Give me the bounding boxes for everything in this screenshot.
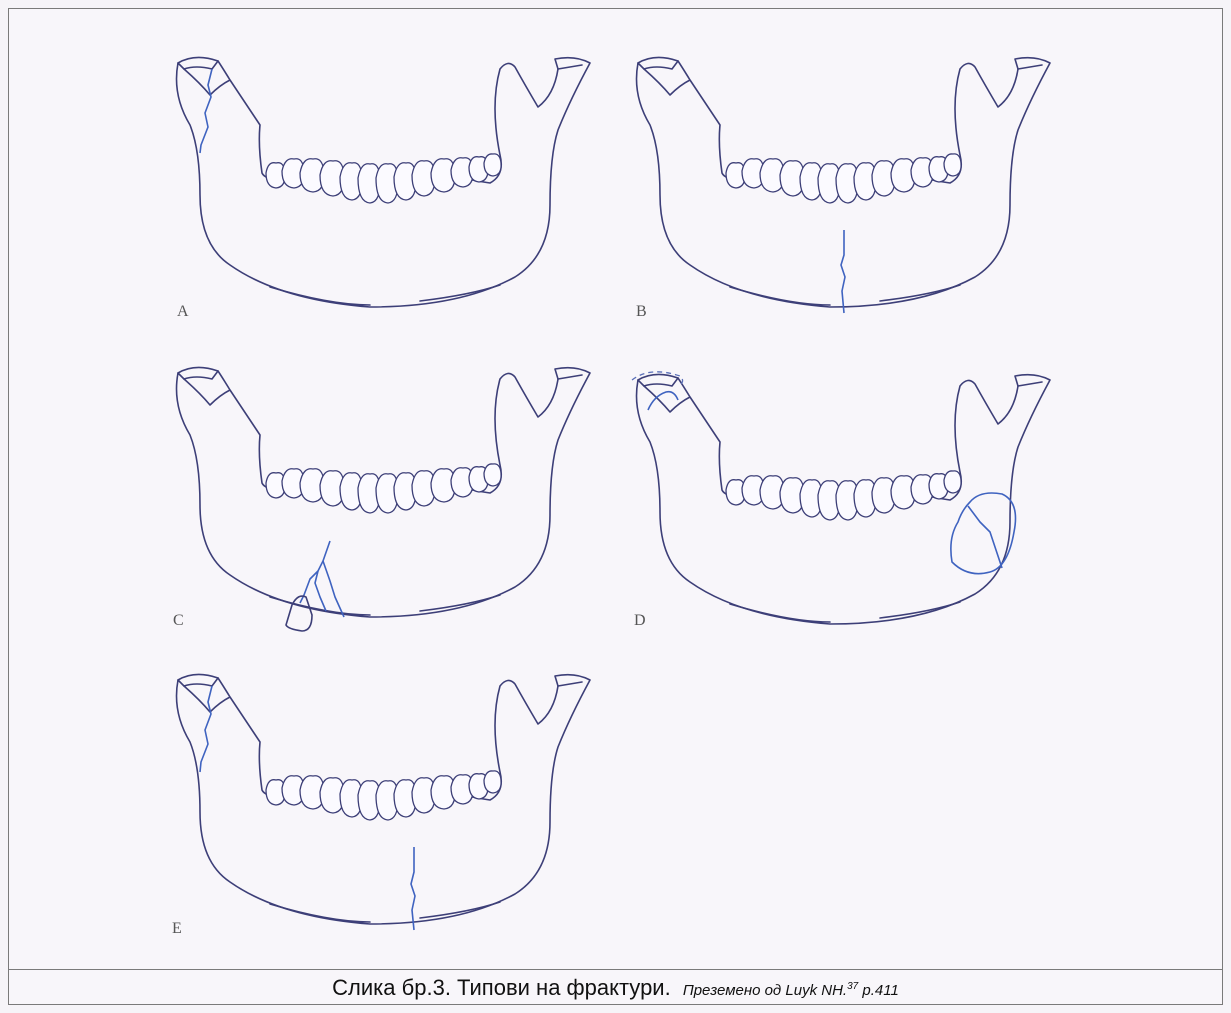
fracture-line — [841, 230, 845, 313]
fracture-line — [300, 541, 330, 603]
caption-reference: 37 — [847, 981, 858, 992]
panel-label-b: B — [636, 303, 647, 320]
fracture-line — [200, 686, 212, 772]
panel-label-d: D — [634, 612, 646, 629]
panel-c — [177, 367, 591, 631]
fracture-line — [411, 847, 415, 930]
bone-fragment — [286, 596, 312, 631]
panel-b — [637, 57, 1051, 313]
caption-source: Преземено од Luyk NH.37 p.411 — [683, 982, 899, 999]
panel-label-a: A — [177, 303, 189, 320]
panel-label-c: C — [173, 612, 184, 629]
teeth-row — [266, 154, 501, 203]
caption-page: p.411 — [862, 982, 898, 999]
fracture-line — [968, 506, 1002, 568]
fracture-line — [323, 561, 344, 617]
figure-caption: Слика бр.3. Типови на фрактури. Преземен… — [0, 975, 1231, 1001]
panel-d — [632, 372, 1050, 624]
teeth-row — [266, 464, 501, 513]
caption-main: Слика бр.3. Типови на фрактури. — [332, 975, 671, 1000]
teeth-row — [726, 471, 961, 520]
fracture-line — [315, 571, 326, 611]
panel-e — [177, 674, 591, 930]
panel-label-e: E — [172, 920, 182, 937]
panel-a — [177, 57, 591, 307]
angle-fragment — [951, 493, 1016, 574]
teeth-row — [726, 154, 961, 203]
caption-source-text: Преземено од Luyk NH. — [683, 982, 847, 999]
teeth-row — [266, 771, 501, 820]
fracture-line — [200, 69, 212, 153]
